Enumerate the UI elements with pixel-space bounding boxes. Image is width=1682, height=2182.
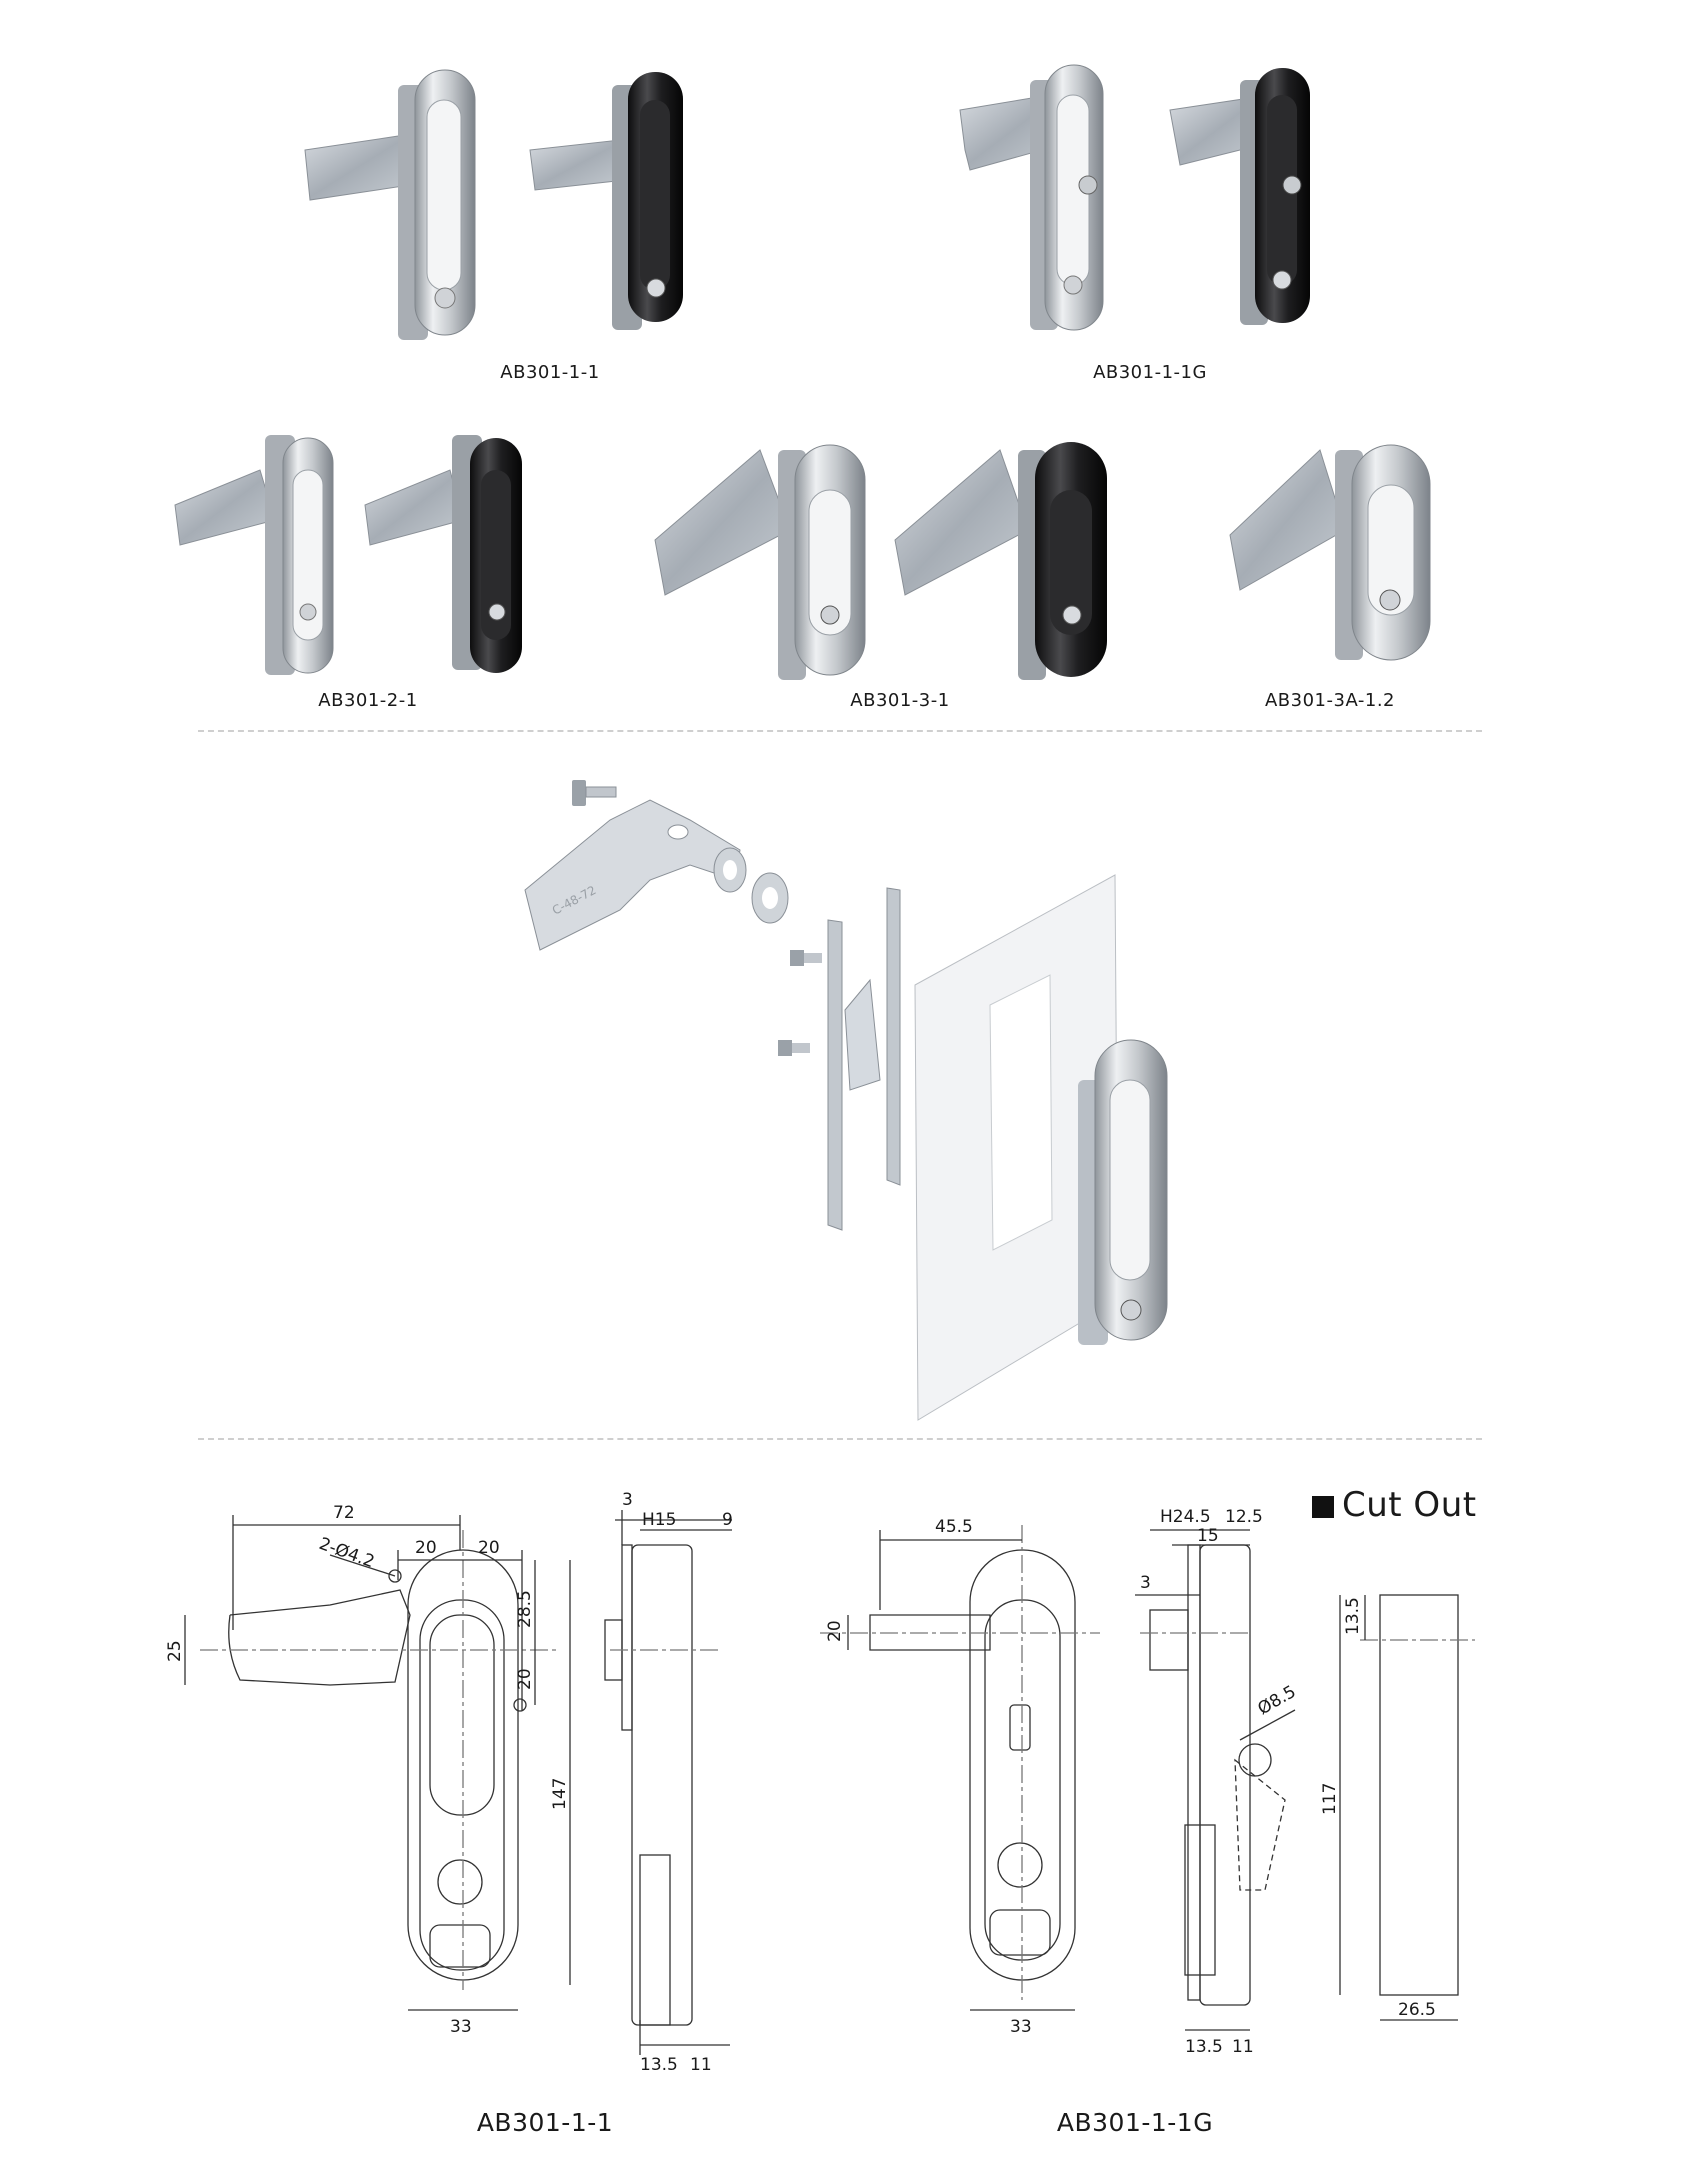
dim-20-a: 20 xyxy=(415,1538,437,1558)
dim-33-g: 33 xyxy=(1010,2017,1032,2037)
photo-ab301-3a-1-2-chrome xyxy=(1229,444,1431,661)
exploded-view: C-48-72 xyxy=(524,780,1168,1421)
dim-3-g: 3 xyxy=(1140,1573,1151,1593)
caption-ab301-3a-1-2: AB301-3A-1.2 xyxy=(1264,690,1395,711)
photo-ab301-1-1-black xyxy=(529,72,683,330)
dim-28-5: 28.5 xyxy=(515,1590,535,1628)
section-divider-top xyxy=(198,730,1482,732)
drawing-ab301-1-1-front-dim-text: 72 20 20 2-Ø4.2 25 28.5 20 147 33 xyxy=(165,1503,570,2037)
photo-ab301-2-1-chrome xyxy=(174,435,334,675)
dim-hole: 2-Ø4.2 xyxy=(316,1534,377,1572)
drawing-ab301-1-1-side xyxy=(604,1510,732,2055)
caption-ab301-3-1: AB301-3-1 xyxy=(850,690,950,711)
caption-ab301-2-1: AB301-2-1 xyxy=(318,690,418,711)
drawing-ab301-1-1g-side-dim-text: H24.5 12.5 15 3 Ø8.5 13.5 11 xyxy=(1140,1507,1300,2057)
section-divider-bottom xyxy=(198,1438,1482,1440)
photo-ab301-1-1g-chrome xyxy=(959,64,1104,331)
mounting-plate-2 xyxy=(886,887,901,1186)
drawing-caption-ab301-1-1: AB301-1-1 xyxy=(476,2108,614,2137)
dim-3: 3 xyxy=(622,1490,633,1510)
product-photos xyxy=(174,64,1431,680)
screw-2 xyxy=(778,1040,810,1056)
photo-ab301-1-1g-black xyxy=(1169,68,1310,325)
dim-20-b: 20 xyxy=(478,1538,500,1558)
dim-20: 20 xyxy=(825,1620,845,1642)
photo-ab301-1-1-chrome xyxy=(304,69,476,340)
dim-cutout-26-5: 26.5 xyxy=(1398,2000,1436,2020)
drawing-ab301-1-1g-side xyxy=(1135,1529,1296,2031)
photo-ab301-3-1-chrome xyxy=(654,444,866,680)
dim-h24-5: H24.5 xyxy=(1160,1507,1211,1527)
drawing-ab301-1-1g-front-dim-text: 45.5 20 33 xyxy=(825,1517,1032,2037)
screw-1 xyxy=(790,950,822,966)
drawing-ab301-1-1-front xyxy=(184,1515,571,2011)
photo-ab301-3-1-black xyxy=(894,442,1107,680)
dim-20-c: 20 xyxy=(515,1668,535,1690)
drawing-cutout-dim-text: 13.5 117 26.5 xyxy=(1320,1597,1436,2020)
dim-11: 11 xyxy=(690,2055,712,2075)
drawing-ab301-1-1g-front xyxy=(820,1525,1100,2011)
dim-147: 147 xyxy=(550,1778,570,1810)
dim-25: 25 xyxy=(165,1640,185,1662)
photo-ab301-2-1-black xyxy=(364,435,522,673)
handle-assembled xyxy=(1078,1039,1168,1345)
drawing-caption-ab301-1-1g: AB301-1-1G xyxy=(1056,2108,1214,2137)
dim-phi-8-5: Ø8.5 xyxy=(1255,1682,1300,1720)
dim-13-5: 13.5 xyxy=(640,2055,678,2075)
latch-arm: C-48-72 xyxy=(524,799,741,951)
mounting-plate-1 xyxy=(827,919,843,1231)
dim-33: 33 xyxy=(450,2017,472,2037)
technical-drawings: 72 20 20 2-Ø4.2 25 28.5 20 147 33 3 H15 … xyxy=(165,1490,1475,2075)
caption-ab301-1-1: AB301-1-1 xyxy=(500,362,600,383)
cutout-title: Cut Out xyxy=(1312,1485,1477,1525)
drawing-ab301-1-1-side-dim-text: 3 H15 9 13.5 11 xyxy=(622,1490,733,2075)
cutout-title-text: Cut Out xyxy=(1342,1485,1477,1525)
dim-9: 9 xyxy=(722,1510,733,1530)
dim-h15: H15 xyxy=(642,1510,676,1530)
dim-72: 72 xyxy=(333,1503,355,1523)
dim-cutout-13-5: 13.5 xyxy=(1343,1597,1363,1635)
cabinet-panel xyxy=(914,874,1119,1421)
dim-15: 15 xyxy=(1197,1526,1219,1546)
caption-ab301-1-1g: AB301-1-1G xyxy=(1093,362,1207,383)
bolt-icon xyxy=(572,780,617,806)
dim-13-5-g: 13.5 xyxy=(1185,2037,1223,2057)
dim-12-5: 12.5 xyxy=(1225,1507,1263,1527)
drawing-cutout xyxy=(1339,1594,1475,2021)
dim-cutout-117: 117 xyxy=(1320,1783,1340,1815)
cutout-square-icon xyxy=(1312,1496,1334,1518)
dim-45-5: 45.5 xyxy=(935,1517,973,1537)
dim-11-g: 11 xyxy=(1232,2037,1254,2057)
